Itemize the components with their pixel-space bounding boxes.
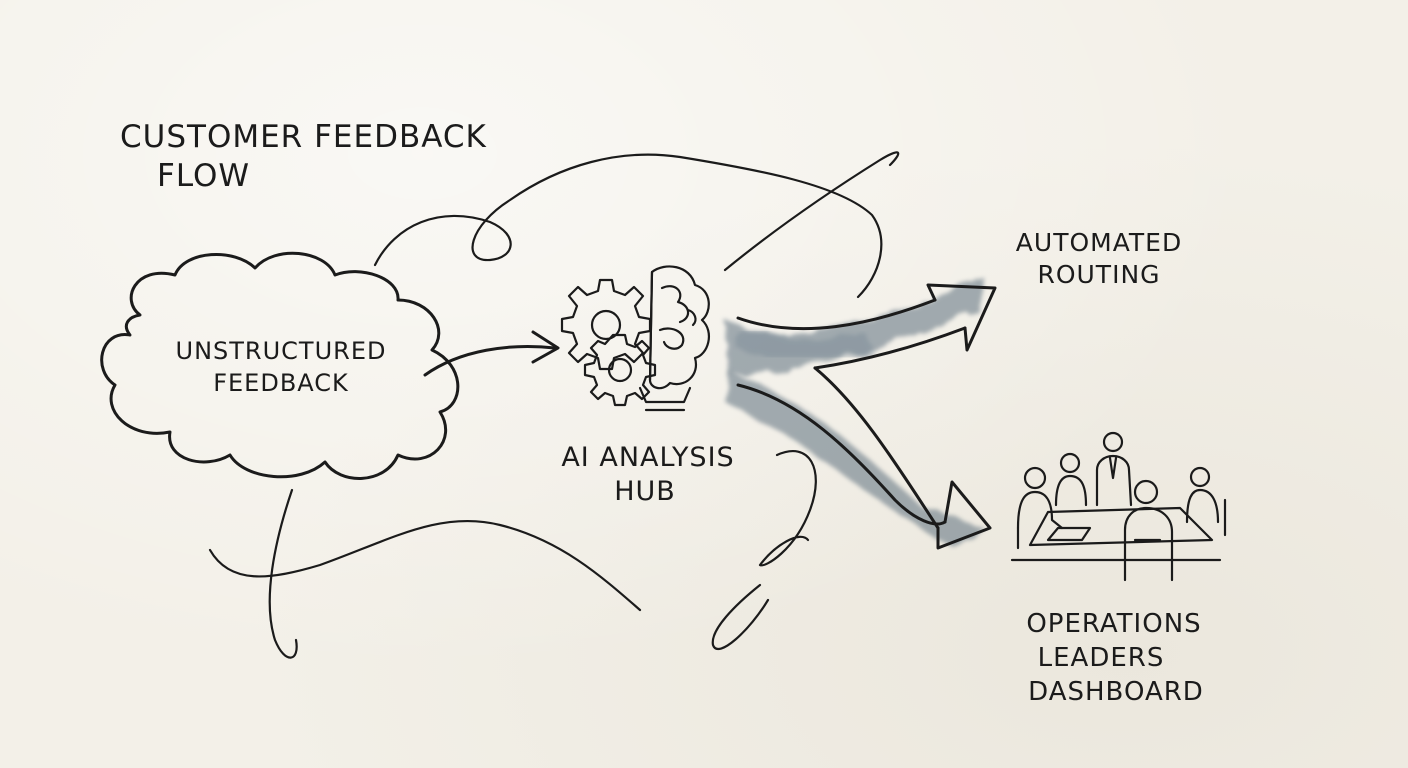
hub-label-line-2: HUB <box>614 476 676 507</box>
arrow-hub-to-dashboard <box>736 366 992 550</box>
cloud-icon <box>100 251 460 480</box>
meeting-people-icon <box>1010 431 1227 582</box>
routing-label-line-1: AUTOMATED <box>1016 228 1182 257</box>
source-label-line-1: UNSTRUCTURED <box>176 337 387 365</box>
diagram-title: CUSTOMER FEEDBACK FLOW <box>120 119 487 194</box>
decorative-scribbles <box>208 151 900 659</box>
dashboard-node: OPERATIONS LEADERS DASHBOARD <box>1026 609 1204 707</box>
hub-node: AI ANALYSIS HUB <box>560 265 734 507</box>
dashboard-label-line-3: DASHBOARD <box>1028 677 1204 707</box>
gears-icon <box>560 278 657 407</box>
wash-arrows <box>725 278 985 548</box>
title-line-2: FLOW <box>157 158 250 194</box>
dashboard-label-line-1: OPERATIONS <box>1026 609 1201 639</box>
title-line-1: CUSTOMER FEEDBACK <box>120 119 487 155</box>
lightbulb-base-icon <box>638 386 692 412</box>
source-node: UNSTRUCTURED FEEDBACK <box>100 251 460 480</box>
arrow-source-to-hub <box>423 330 560 377</box>
hub-label-line-1: AI ANALYSIS <box>561 442 734 473</box>
dashboard-label-line-2: LEADERS <box>1038 643 1165 673</box>
routing-label-line-2: ROUTING <box>1037 260 1160 289</box>
routing-node: AUTOMATED ROUTING <box>1016 228 1182 289</box>
arrow-hub-to-routing <box>736 283 997 370</box>
source-label-line-2: FEEDBACK <box>213 369 349 397</box>
brain-icon <box>648 265 711 390</box>
